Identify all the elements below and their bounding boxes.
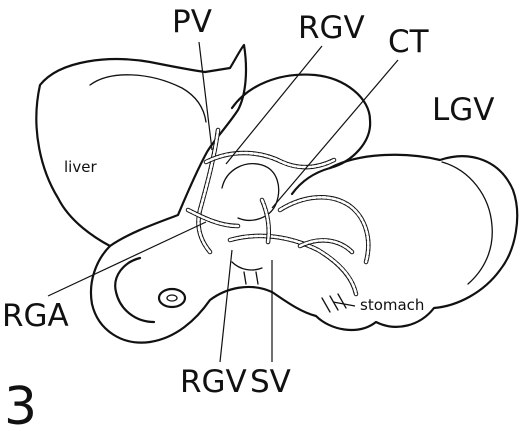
caudate-outline [222,164,279,221]
lower-organ-outline [91,246,272,343]
duodenum-cut-end [159,289,185,307]
label-lgv: LGV [432,92,495,128]
stomach-hatching [322,294,346,312]
label-ct: CT [388,24,430,60]
rgv-bottom-leader [220,250,232,362]
label-liver: liver [64,158,97,176]
label-pv: PV [172,4,212,40]
pancreas-detail [232,262,262,284]
label-rga: RGA [2,298,69,334]
right-lobe-outline [232,75,370,194]
label-stomach: stomach [360,296,424,314]
duodenum-outline [115,258,154,322]
label-rgv-top: RGV [298,10,365,46]
liver-inner-fold [90,75,206,122]
label-sv: SV [250,364,291,400]
stomach-fold [442,162,492,284]
rga-leader [48,222,206,296]
figure-number: 3 [4,377,37,431]
ct-leader [272,60,398,208]
pv-leader [199,42,212,150]
vessels [188,130,368,294]
label-rgv-bottom: RGV [180,364,247,400]
duodenum-lumen [167,295,177,301]
